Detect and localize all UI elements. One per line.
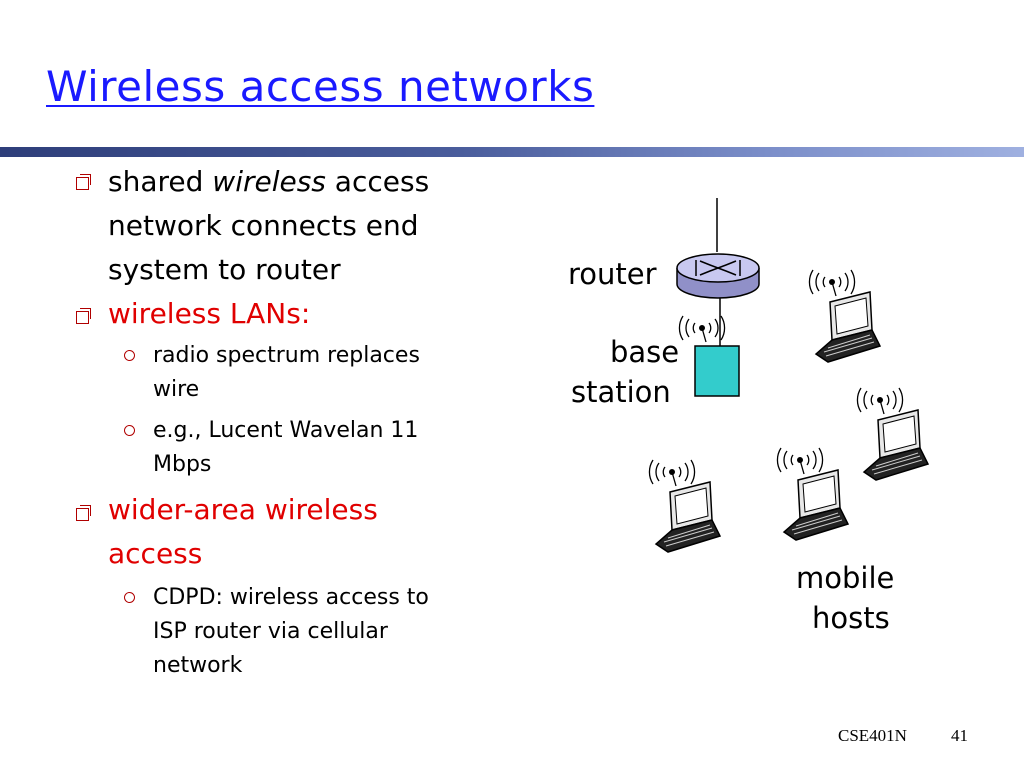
router-icon xyxy=(676,253,760,299)
footer-course: CSE401N xyxy=(838,726,907,745)
mobile-label-1: mobile xyxy=(796,561,895,595)
sub-bullet-lucent: e.g., Lucent Wavelan 11 Mbps xyxy=(153,414,418,482)
bullet-shared-post: access xyxy=(325,165,430,198)
title-divider xyxy=(0,147,1024,157)
bullet-shared-em: wireless xyxy=(212,165,326,198)
sub-bullet-cdpd-line3: network xyxy=(153,653,243,678)
bullet-box-icon xyxy=(76,308,91,324)
sub-bullet-radio-spectrum: radio spectrum replaces wire xyxy=(153,339,420,407)
sub-bullet-lucent-line1: e.g., Lucent Wavelan 11 xyxy=(153,418,419,443)
bullet-box-icon xyxy=(76,505,91,521)
sub-bullet-circle-icon xyxy=(124,350,135,361)
sub-bullet-circle-icon xyxy=(124,592,135,603)
bullet-shared-pre: shared xyxy=(108,165,213,198)
bullet-shared-line3: system to router xyxy=(108,253,341,286)
laptop-icon xyxy=(776,447,849,541)
laptop-icon xyxy=(808,269,881,363)
sub-bullet-cdpd-line2: ISP router via cellular xyxy=(153,619,388,644)
footer-page-number: 41 xyxy=(951,726,968,745)
diagram-canvas xyxy=(648,198,929,553)
mobile-label-2: hosts xyxy=(812,601,890,635)
bullet-wider-line1: wider-area wireless xyxy=(108,493,378,526)
bullet-wireless-lans: wireless LANs: xyxy=(108,297,311,330)
base-label-2: station xyxy=(571,375,671,409)
slide-title: Wireless access networks xyxy=(46,62,595,111)
base-station-antenna-icon xyxy=(678,315,726,343)
sub-bullet-lucent-line2: Mbps xyxy=(153,452,212,477)
bullet-shared-line2: network connects end xyxy=(108,209,419,242)
sub-bullet-circle-icon xyxy=(124,425,135,436)
laptop-icon xyxy=(856,387,929,481)
base-station-icon xyxy=(694,345,740,397)
bullet-shared-wireless: shared wireless access network connects … xyxy=(108,160,508,292)
bullet-shared-line1: shared wireless access xyxy=(108,160,508,204)
router-label: router xyxy=(568,257,657,291)
bullet-list: shared wireless access network connects … xyxy=(76,160,508,683)
laptop-icon xyxy=(648,459,721,553)
sub-bullet-cdpd-line1: CDPD: wireless access to xyxy=(153,585,429,610)
base-label-1: base xyxy=(610,335,680,369)
bullet-wider-area: wider-area wireless access xyxy=(108,488,378,576)
sub-bullet-cdpd: CDPD: wireless access to ISP router via … xyxy=(153,581,429,683)
bullet-box-icon xyxy=(76,174,91,190)
bullet-wider-line2: access xyxy=(108,537,203,570)
wireless-network-diagram: router base station mobile hosts xyxy=(540,190,990,640)
sub-bullet-radio-line2: wire xyxy=(153,377,200,402)
sub-bullet-radio-line1: radio spectrum replaces xyxy=(153,343,420,368)
